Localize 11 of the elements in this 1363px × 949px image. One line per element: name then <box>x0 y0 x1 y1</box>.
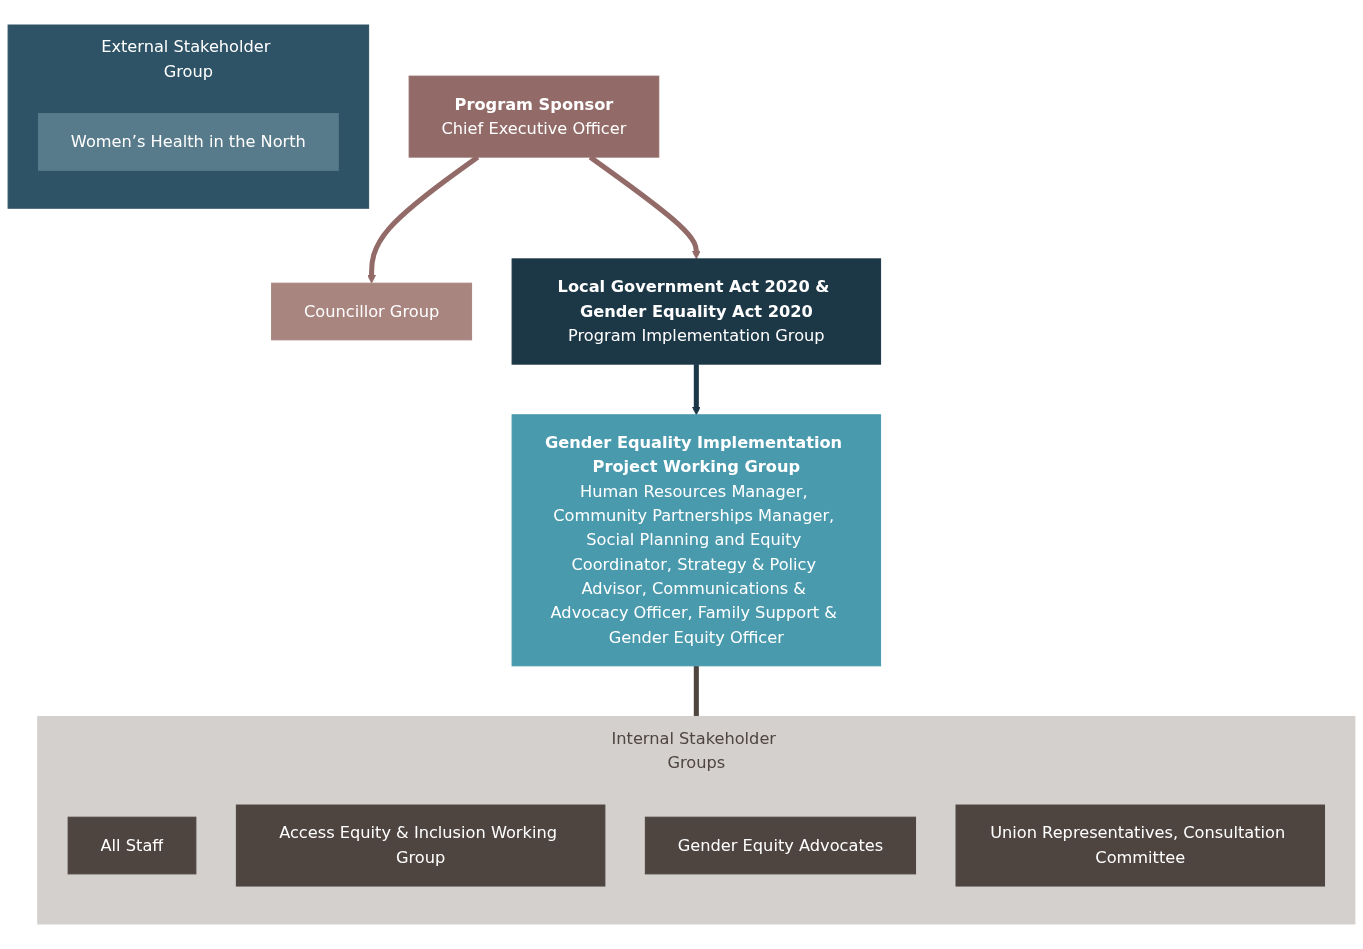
arrow <box>691 364 701 416</box>
node-box: Women’s Health in the North <box>37 113 339 171</box>
node-box: Councillor Group <box>271 282 473 341</box>
node-box: Program Sponsor Chief Executive Officer <box>408 75 660 158</box>
node-box: Gender Equity Advocates <box>644 816 917 875</box>
node-box: Local Government Act 2020 & Gender Equality Act 2020 Program Implementation Group <box>511 258 882 365</box>
node-box: Access Equity & Inclusion Working Group <box>235 804 606 887</box>
node-box: All Staff <box>67 816 197 875</box>
node-box: Gender Equality Implementation Project Working Group Human Resources Manager, Community Partnerships Manager, Social Planning and Equity Coordinator, Strategy & Policy Advisor, Communications & Advocacy Officer, Family Support & Gender Equity Officer <box>511 414 882 667</box>
node-box: Union Representatives, Consultation Committee <box>955 804 1326 887</box>
connector <box>693 665 699 717</box>
